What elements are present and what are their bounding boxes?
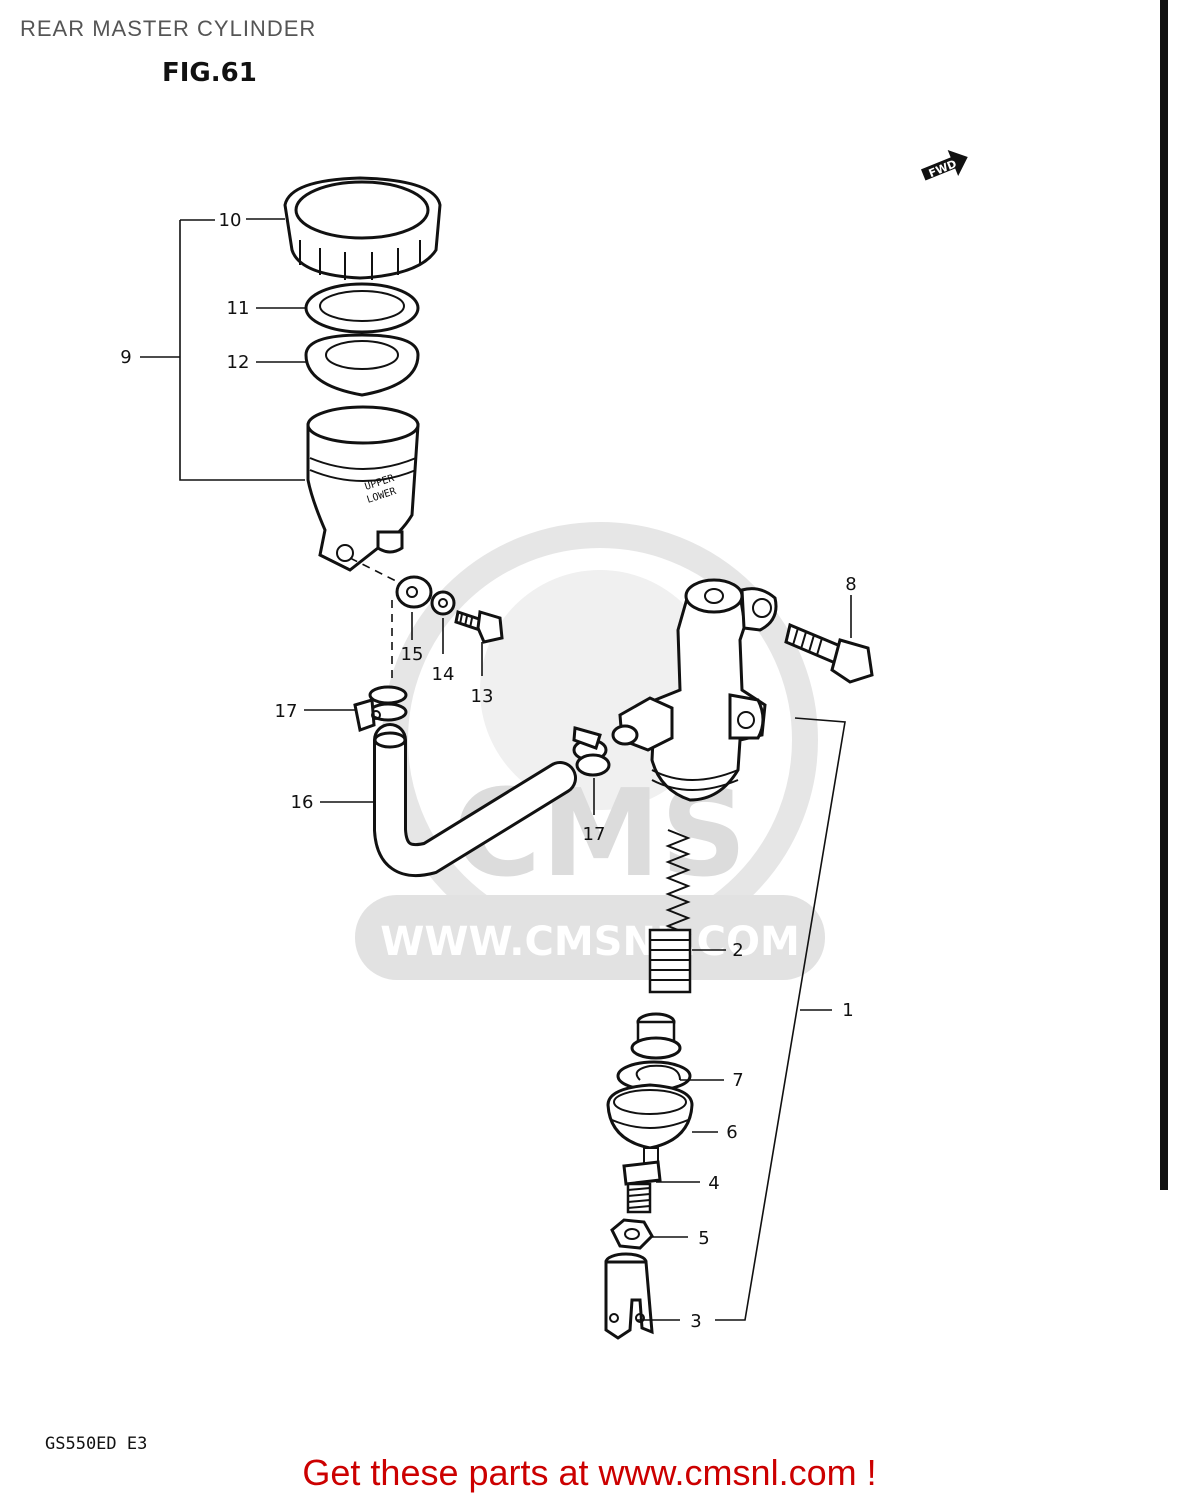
circlip xyxy=(635,1064,681,1081)
callout-11: 11 xyxy=(227,298,250,319)
watermark-url-text: WWW.CMSNL.COM xyxy=(380,919,800,965)
group-9-bracket xyxy=(179,220,305,481)
mounting-bolt xyxy=(784,622,874,684)
callout-8: 8 xyxy=(845,574,856,595)
diaphragm-plate xyxy=(304,282,420,334)
callout-9: 9 xyxy=(120,347,131,368)
model-code: GS550ED E3 xyxy=(45,1434,148,1454)
callout-16: 16 xyxy=(291,792,314,813)
cmsnl-watermark: CMS WWW.CMSNL.COM xyxy=(355,522,825,980)
assembly-1-bracket xyxy=(715,717,846,1321)
hose-clamp-lower xyxy=(572,726,611,777)
lock-washer xyxy=(430,590,456,616)
callout-13: 13 xyxy=(471,686,494,707)
callout-2: 2 xyxy=(732,940,743,961)
lock-nut xyxy=(610,1218,654,1250)
figure-label: FIG.61 xyxy=(162,58,257,88)
callout-5: 5 xyxy=(698,1228,709,1249)
diaphragm xyxy=(304,333,420,397)
callout-4: 4 xyxy=(708,1173,719,1194)
reservoir-cap xyxy=(283,176,442,280)
callout-12: 12 xyxy=(227,352,250,373)
callout-15: 15 xyxy=(401,644,424,665)
reservoir-bolt xyxy=(454,610,504,644)
callout-17-lower: 17 xyxy=(583,824,606,845)
callout-3: 3 xyxy=(690,1311,701,1332)
fwd-label: FWD xyxy=(927,157,959,180)
callout-6: 6 xyxy=(726,1122,737,1143)
fwd-arrow-icon: FWD xyxy=(920,150,968,181)
callout-14: 14 xyxy=(432,664,455,685)
washer xyxy=(395,575,433,609)
callout-17-upper: 17 xyxy=(275,701,298,722)
reservoir-hose xyxy=(373,723,577,878)
return-spring xyxy=(648,829,692,994)
clevis xyxy=(604,1252,654,1340)
push-rod xyxy=(622,1147,662,1214)
hose-clamp-upper xyxy=(353,685,408,732)
callout-1: 1 xyxy=(842,1000,853,1021)
callout-10: 10 xyxy=(219,210,242,231)
callout-7: 7 xyxy=(732,1070,743,1091)
buy-parts-link[interactable]: Get these parts at www.cmsnl.com ! xyxy=(302,1452,877,1493)
page-edge-bar xyxy=(1160,0,1168,1190)
master-cylinder-body xyxy=(611,578,778,802)
reservoir-body: UPPER LOWER xyxy=(306,405,420,572)
page-title: REAR MASTER CYLINDER xyxy=(20,16,317,41)
dust-boot xyxy=(606,1083,694,1150)
